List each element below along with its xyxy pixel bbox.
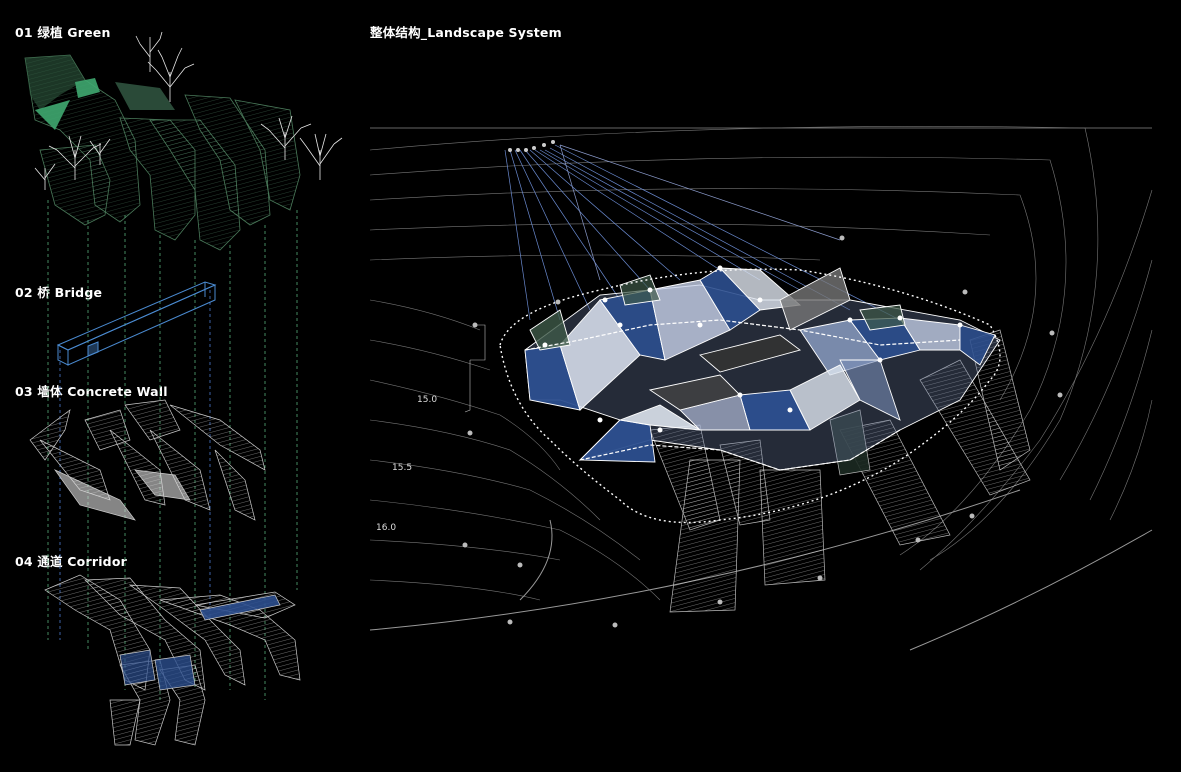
- contour-labels: 15.0 15.5 16.0: [376, 395, 437, 533]
- tree-icon: [147, 47, 195, 102]
- label-landscape-system: 整体结构_Landscape System: [370, 25, 562, 40]
- corridor-layer: [44, 574, 301, 746]
- label-corridor: 04 通道 Corridor: [15, 554, 127, 569]
- concrete-wall-layer: [29, 399, 266, 521]
- green-layer: [24, 54, 301, 251]
- tree-icon: [299, 133, 343, 180]
- label-green: 01 绿植 Green: [15, 25, 111, 40]
- contour-label-15-5: 15.5: [392, 463, 412, 473]
- label-bridge: 02 桥 Bridge: [15, 285, 103, 300]
- radial-lines: [504, 144, 901, 321]
- bridge-layer: [56, 281, 217, 366]
- contour-label-15-0: 15.0: [417, 395, 437, 405]
- roof-inner-dashes: [524, 319, 961, 471]
- trees: [34, 31, 343, 190]
- structure-legs: [649, 329, 1031, 613]
- tree-icon: [135, 31, 163, 72]
- label-concrete-wall: 03 墙体 Concrete Wall: [15, 384, 168, 399]
- structure-nodes: [462, 235, 1063, 628]
- roof-structure: [524, 267, 1001, 471]
- tree-icon: [89, 138, 111, 165]
- tree-icon: [34, 163, 56, 190]
- focal-points: [508, 140, 555, 152]
- leader-lines: [464, 324, 486, 413]
- tree-icon: [260, 115, 312, 160]
- contour-label-16-0: 16.0: [376, 523, 396, 533]
